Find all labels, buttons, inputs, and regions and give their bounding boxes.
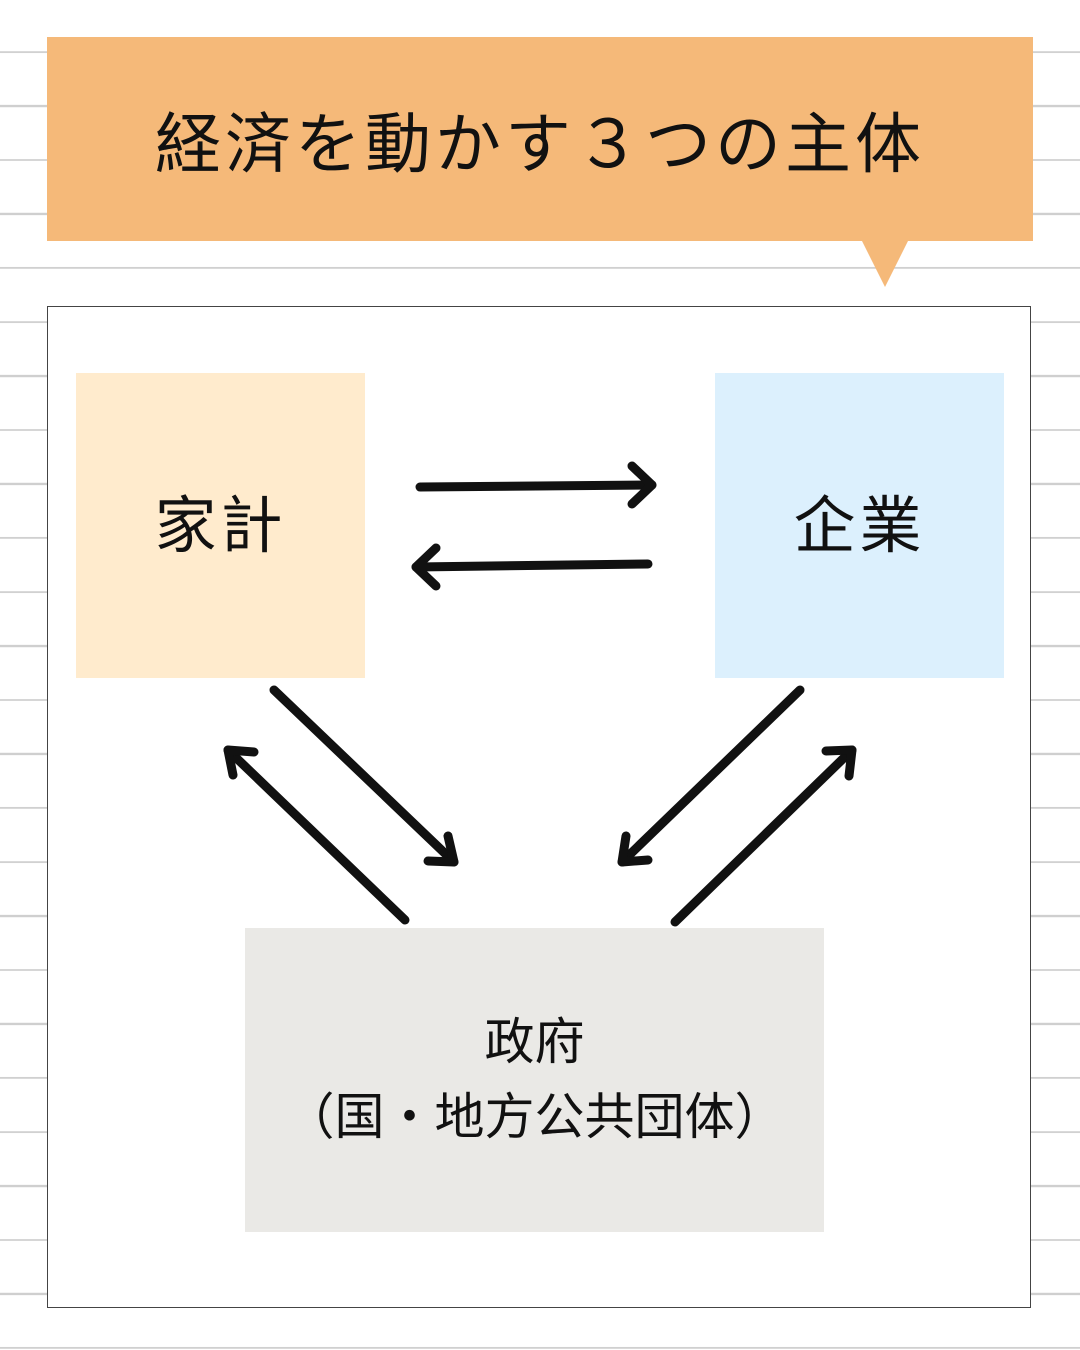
government-box: 政府 （国・地方公共団体） [245,928,824,1232]
government-label: 政府 [484,1013,585,1071]
page-title: 経済を動かす３つの主体 [155,106,925,183]
government-sublabel: （国・地方公共団体） [284,1088,785,1146]
firm-label: 企業 [793,488,926,562]
household-label: 家計 [154,488,287,562]
title-banner: 経済を動かす３つの主体 [47,37,1033,241]
firm-box: 企業 [715,373,1004,678]
title-banner-tail [862,241,908,287]
household-box: 家計 [76,373,365,678]
